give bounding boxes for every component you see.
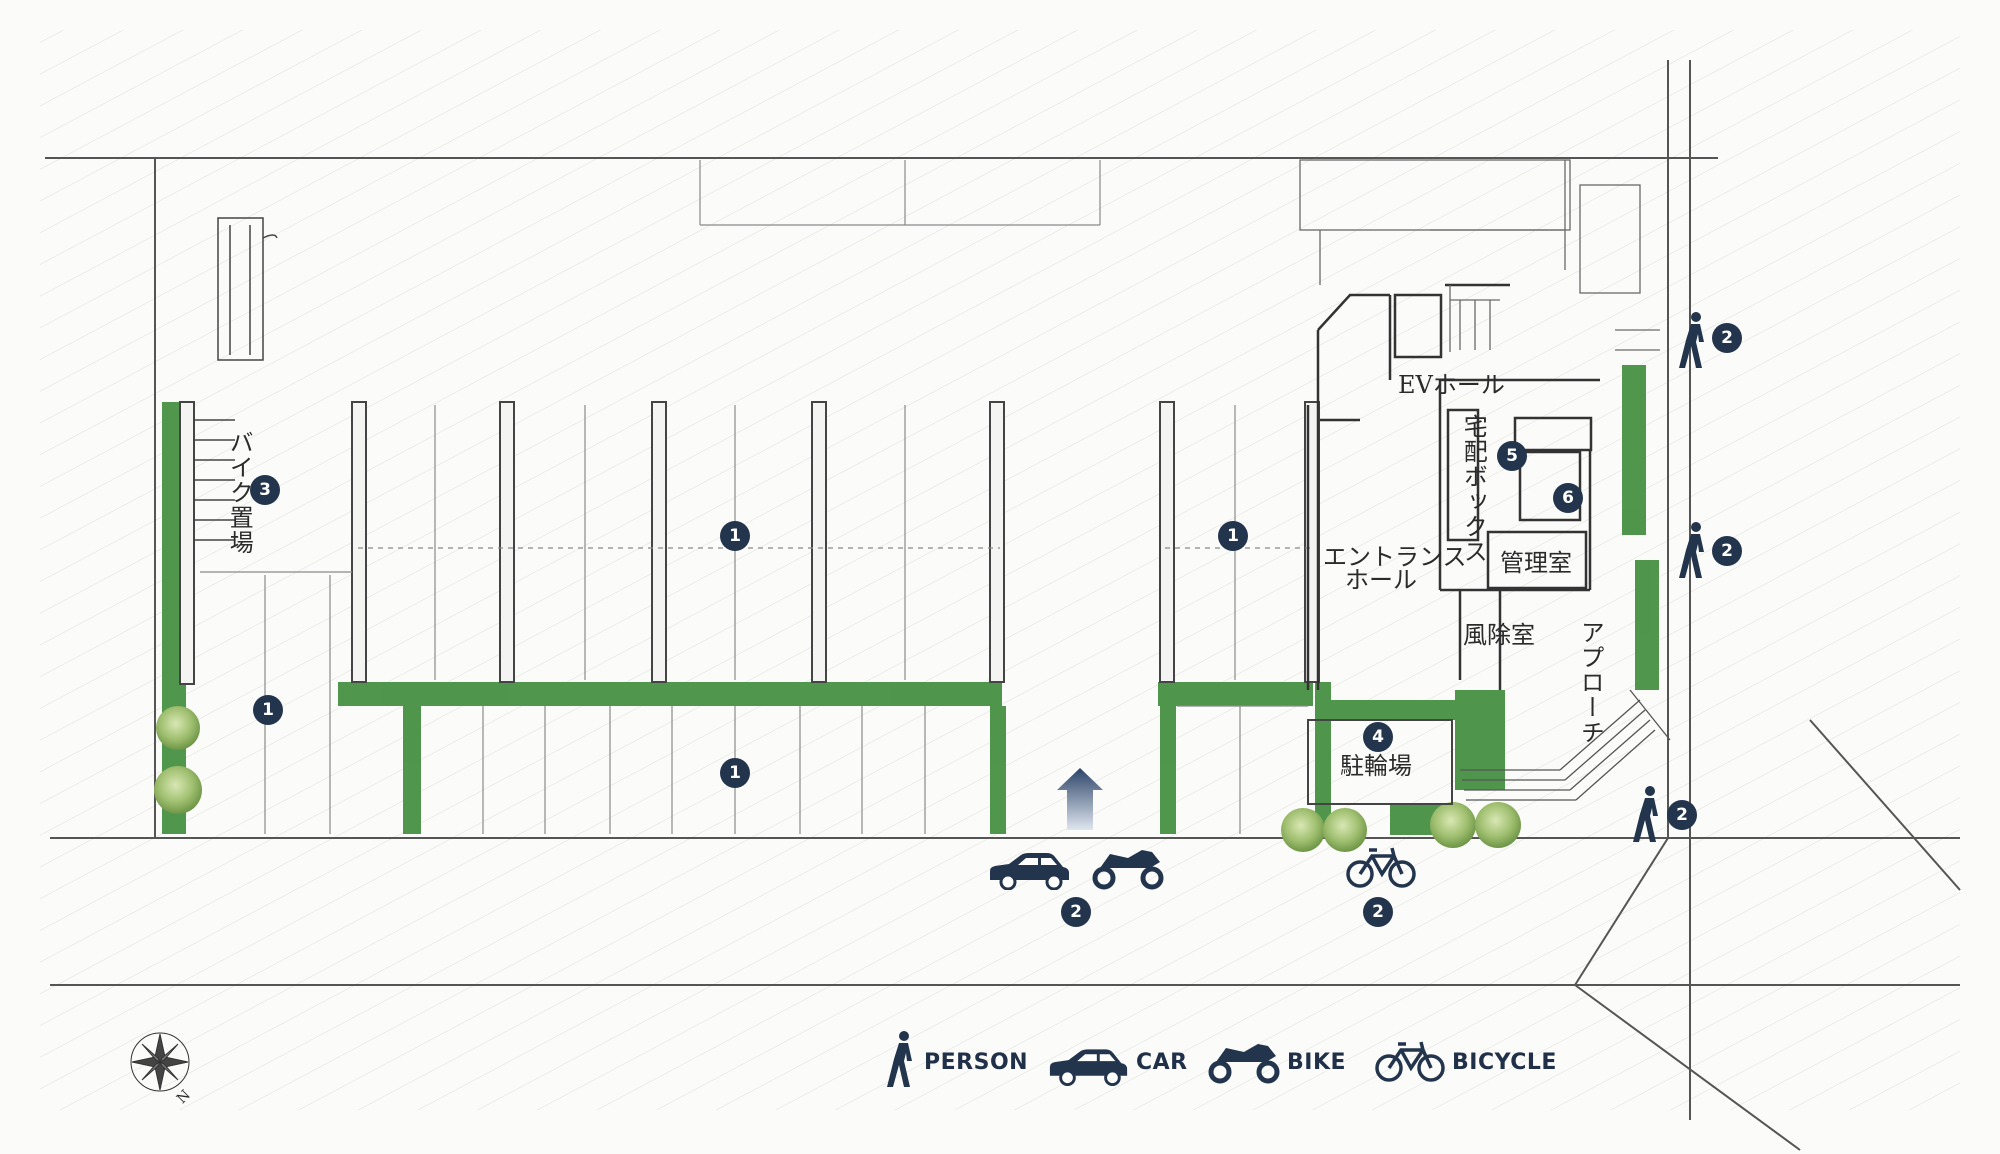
bicycle-parking-box <box>1307 719 1453 805</box>
upper-structure <box>1299 159 1660 352</box>
marker-access: 2 <box>1667 800 1697 830</box>
entrance-hall-label-1: エントランス <box>1323 543 1467 571</box>
entry-arrow-icon <box>1057 768 1103 830</box>
marker-access: 2 <box>1712 536 1742 566</box>
bicycle-icon <box>1346 847 1416 888</box>
legend-car-icon <box>1049 1049 1128 1086</box>
marker-6: 6 <box>1553 483 1583 513</box>
legend-person-label: PERSON <box>924 1050 1029 1075</box>
marker-parking: 1 <box>1218 521 1248 551</box>
delivery-box-label: 宅配ボックス <box>1459 414 1488 564</box>
marker-parking: 1 <box>253 695 283 725</box>
approach-label: アプローチ <box>1576 620 1605 745</box>
marker-delivery: 5 <box>1497 441 1527 471</box>
property-boundary <box>45 60 1961 1151</box>
marker-access: 2 <box>1363 897 1393 927</box>
stair-top-left <box>195 217 278 541</box>
bike-parking-label: バイク置場 <box>225 430 254 555</box>
legend-person-icon <box>887 1031 912 1087</box>
legend-bicycle-label: BICYCLE <box>1452 1050 1557 1075</box>
legend-car-label: CAR <box>1136 1050 1188 1075</box>
legend-bike-label: BIKE <box>1287 1050 1347 1075</box>
approach-stairs <box>1460 689 1671 801</box>
windbreak-room-label: 風除室 <box>1463 621 1535 649</box>
legend-motorbike-icon <box>1208 1044 1280 1084</box>
marker-bike-area: 3 <box>250 475 280 505</box>
person-icon <box>1679 312 1704 368</box>
marker-access: 2 <box>1061 897 1091 927</box>
motorbike-icon <box>1092 850 1164 890</box>
marker-access: 2 <box>1712 323 1742 353</box>
marker-parking: 1 <box>720 521 750 551</box>
compass-rose-icon <box>130 1032 190 1092</box>
car-icon <box>990 853 1069 890</box>
building-walls <box>1306 283 1600 690</box>
planting-strips <box>162 365 1659 835</box>
shrubs <box>154 706 1521 852</box>
parking-stalls <box>200 160 1310 834</box>
management-room-label: 管理室 <box>1500 549 1572 577</box>
person-icon <box>1679 522 1704 578</box>
ev-hall-label: EVホール <box>1398 371 1505 399</box>
legend-bicycle-icon <box>1375 1041 1445 1082</box>
person-icon <box>1633 786 1658 842</box>
marker-bicycle-area: 4 <box>1363 722 1393 752</box>
bicycle-parking-label: 駐輪場 <box>1340 752 1412 780</box>
entrance-hall-label-2: ホール <box>1345 566 1417 594</box>
marker-parking: 1 <box>720 758 750 788</box>
